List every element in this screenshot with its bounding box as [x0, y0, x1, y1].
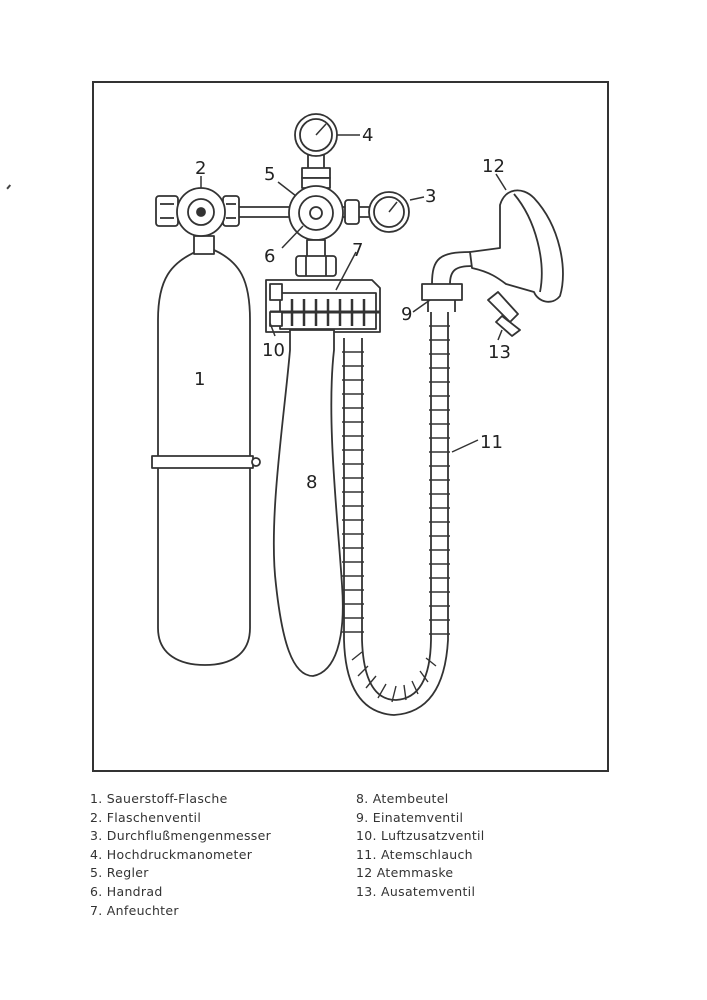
legend-item-3: 3. Durchflußmengenmesser	[90, 828, 272, 844]
label-11: 11	[480, 432, 503, 453]
exhalation-valve	[487, 291, 519, 323]
air-inlet-valve	[269, 283, 283, 301]
legend-item-1: 1. Sauerstoff-Flasche	[90, 791, 228, 806]
legend-item-2: 2. Flaschenventil	[90, 809, 202, 825]
legend-item-12: 12 Atemmaske	[356, 865, 454, 881]
label-7: 7	[352, 240, 363, 261]
label-8: 8	[306, 472, 317, 493]
legend-item-13: 13. Ausatemventil	[356, 883, 476, 899]
high-pressure-gauge	[294, 113, 338, 189]
diagram-frame	[92, 81, 609, 772]
legend-left: 1. Sauerstoff-Flasche 2. Flaschenventil …	[90, 790, 271, 920]
legend-item-5: 5. Regler	[90, 865, 149, 881]
label-10: 10	[262, 340, 285, 361]
label-1: 1	[194, 369, 205, 390]
apparatus-diagram: 1 2 3 4 5 6 7 8 9 10 11 12 13	[92, 81, 609, 772]
breathing-hose	[342, 312, 450, 716]
legend-item-9: 9. Einatemventil	[356, 809, 464, 825]
flow-meter	[368, 191, 410, 233]
label-12: 12	[482, 156, 505, 177]
legend-item-8: 8. Atembeutel	[356, 791, 449, 806]
label-9: 9	[401, 304, 412, 325]
oxygen-cylinder	[151, 249, 261, 666]
label-6: 6	[264, 246, 275, 267]
label-3: 3	[425, 186, 436, 207]
legend-item-7: 7. Anfeuchter	[90, 902, 179, 918]
humidifier	[265, 279, 381, 333]
label-4: 4	[362, 125, 373, 146]
label-2: 2	[195, 158, 206, 179]
legend-item-11: 11. Atemschlauch	[356, 846, 473, 862]
inhalation-valve	[421, 251, 473, 312]
legend-right: 8. Atembeutel 9. Einatemventil 10. Luftz…	[356, 790, 485, 902]
label-5: 5	[264, 164, 275, 185]
label-13: 13	[488, 342, 511, 363]
legend-item-10: 10. Luftzusatzventil	[356, 828, 485, 844]
breathing-mask	[469, 189, 564, 337]
legend-item-6: 6. Handrad	[90, 883, 163, 899]
breathing-bag	[272, 329, 344, 677]
cylinder-valve	[155, 187, 292, 255]
regulator	[288, 185, 372, 277]
legend-item-4: 4. Hochdruckmanometer	[90, 846, 253, 862]
